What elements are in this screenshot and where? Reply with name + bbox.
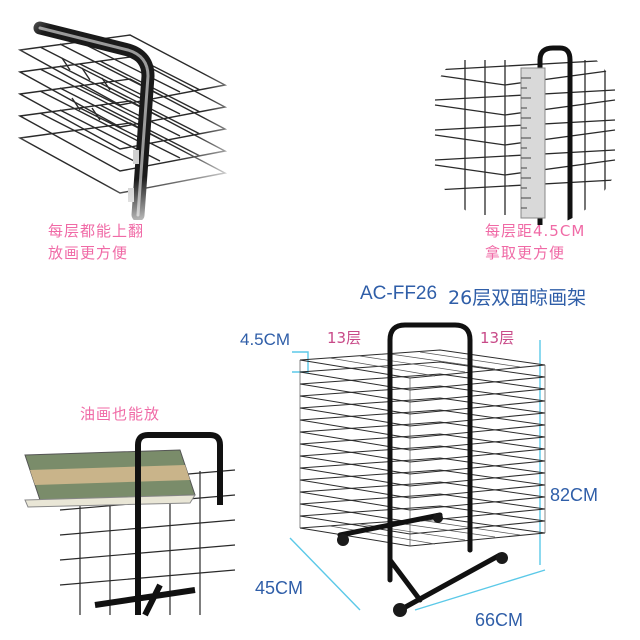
oil-painting-caption: 油画也能放 — [80, 405, 161, 423]
spacing-dimension-label: 4.5CM — [240, 330, 291, 349]
photo-flip-up-closeup — [10, 10, 235, 220]
right-layer-count: 13层 — [480, 329, 515, 347]
flip-up-caption-line1: 每层都能上翻 — [48, 222, 145, 240]
spacing-caption-line1: 每层距4.5CM — [485, 222, 586, 240]
flip-up-rack-illustration — [10, 10, 235, 220]
oil-painting-rack-illustration — [24, 432, 236, 617]
photo-oil-paintings — [20, 425, 245, 630]
width-guide-line — [414, 569, 546, 611]
spacing-caption-line2: 拿取更方便 — [485, 244, 566, 262]
depth-dimension-label: 45CM — [255, 578, 304, 598]
main-product-view — [240, 310, 640, 640]
left-layer-count: 13层 — [327, 329, 362, 347]
drying-rack-main-illustration — [289, 322, 546, 617]
height-dimension-label: 82CM — [550, 485, 599, 505]
product-name: 26层双面晾画架 — [448, 287, 587, 309]
photo-shelf-spacing-ruler — [425, 30, 625, 230]
depth-guide-line — [289, 537, 361, 611]
width-dimension-label: 66CM — [475, 610, 524, 630]
flip-up-caption-line2: 放画更方便 — [48, 244, 129, 262]
ruler-spacing-illustration — [434, 45, 616, 225]
rack-frame — [337, 322, 503, 613]
caster-wheels — [337, 513, 508, 617]
model-number: AC-FF26 — [360, 283, 438, 304]
